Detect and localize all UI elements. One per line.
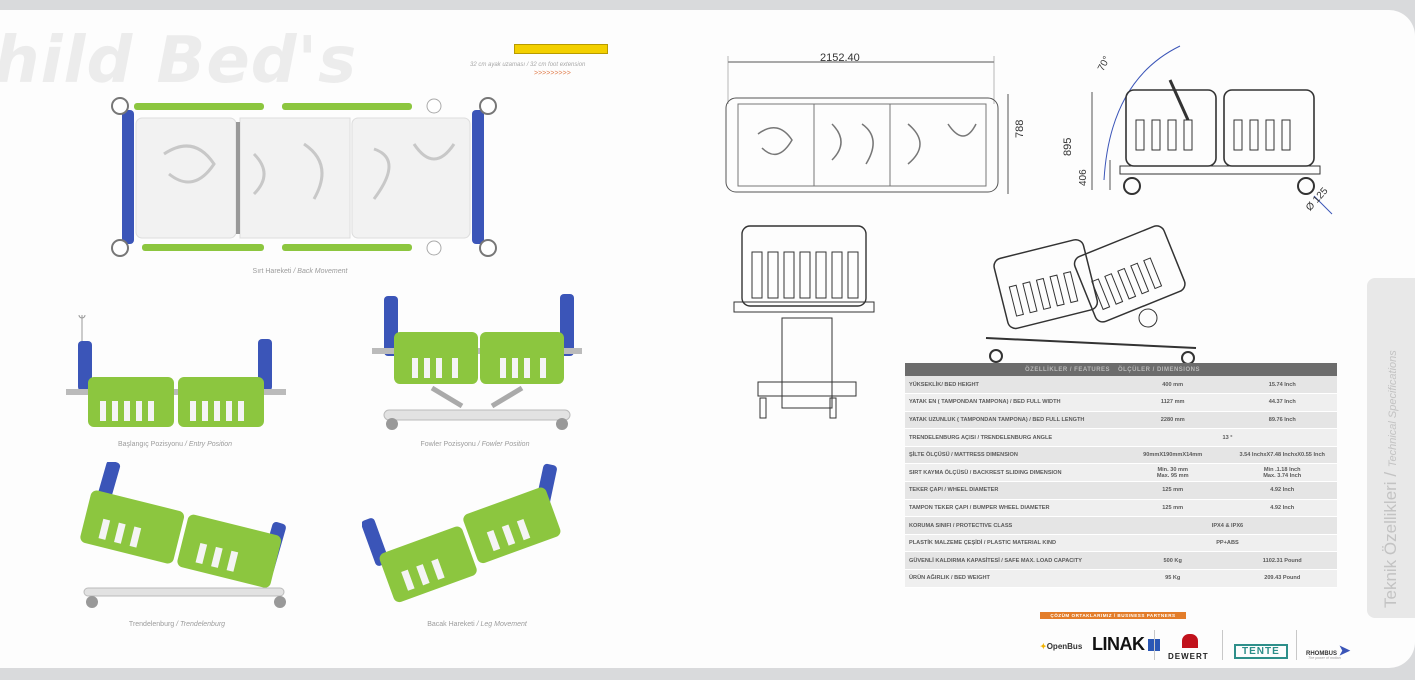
spec-label: PLASTİK MALZEME ÇEŞİDİ / PLASTIC MATERIA… (905, 534, 1118, 553)
spec-value: IPX4 & IPX6 (1117, 516, 1337, 535)
foot-extension-bar (514, 44, 608, 54)
spec-row: YATAK UZUNLUK ( TAMPONDAN TAMPONA) / BED… (905, 411, 1337, 430)
spec-value-metric: Min. 30 mm Max. 95 mm (1117, 463, 1228, 483)
caption-back-movement: Sırt Hareketi / Back Movement (252, 268, 348, 275)
partners-separator (1296, 630, 1297, 660)
technical-drawing-isometric (985, 225, 1197, 365)
bed-leg-movement-image (362, 463, 561, 603)
header-dimensions: ÖLÇÜLER / DIMENSIONS (1117, 363, 1337, 376)
spec-label: TAMPON TEKER ÇAPI / BUMPER WHEEL DIAMETE… (905, 499, 1118, 518)
spec-label: YATAK EN ( TAMPONDAN TAMPONA) / BED FULL… (905, 393, 1118, 412)
spec-value-metric: 2280 mm (1117, 411, 1228, 430)
caption-entry-position: Başlangıç Pozisyonu / Entry Position (117, 441, 232, 448)
spec-row: TAMPON TEKER ÇAPI / BUMPER WHEEL DIAMETE… (905, 499, 1337, 518)
caption-trendelenburg: Trendelenburg / Trendelenburg (128, 621, 226, 628)
spec-value-imperial: 1102.31 Pound (1227, 551, 1337, 571)
spec-row: GÜVENLİ KALDIRMA KAPASİTESİ / SAFE MAX. … (905, 551, 1337, 571)
technical-drawing-front (733, 225, 875, 419)
linak-logo: LINAK (1092, 634, 1160, 655)
spec-value: 13 ° (1117, 428, 1337, 447)
rhombus-tagline: The power of motion (1308, 656, 1341, 660)
spec-value-imperial: 15.74 Inch (1227, 376, 1337, 395)
bed-fowler-position-image (372, 294, 582, 430)
spec-value-metric: 125 mm (1117, 499, 1228, 518)
spec-label: KORUMA SINIFI / PROTECTIVE CLASS (905, 516, 1118, 535)
spec-label: ÜRÜN AĞIRLIK / BED WEIGHT (905, 569, 1118, 588)
spec-value-metric: 125 mm (1117, 481, 1228, 500)
spec-value: PP+ABS (1117, 534, 1337, 553)
watermark-title: hild Bed's (0, 24, 358, 98)
foot-extension-arrows: >>>>>>>>> (534, 70, 571, 77)
spec-value-imperial: 3.54 InchxX7.48 InchxX0.55 Inch (1227, 446, 1337, 465)
spec-value-metric: 95 Kg (1117, 569, 1228, 588)
specifications-header-row: ÖZELLİKLER / FEATURES ÖLÇÜLER / DIMENSIO… (905, 363, 1337, 376)
spec-row: TRENDELENBURG AÇISI / TRENDELENBURG ANGL… (905, 428, 1337, 447)
spec-label: YÜKSEKLİK/ BED HEIGHT (905, 376, 1118, 395)
rhombus-logo: RHOMBUS ➤ (1306, 642, 1351, 658)
partners-separator (1154, 630, 1155, 660)
openbus-logo: ✦OpenBus (1040, 642, 1083, 651)
side-tab-technical-specifications: Teknik Özellikleri / Technical Specifica… (1367, 278, 1415, 618)
bed-top-view-image (111, 97, 497, 257)
spec-value-metric: 90mmX190mmX14mm (1117, 446, 1228, 465)
spec-value-metric: 1127 mm (1117, 393, 1228, 412)
technical-drawing-side (1091, 45, 1333, 215)
spec-value-imperial: 44.37 Inch (1227, 393, 1337, 412)
spec-value-imperial: 4.92 Inch (1227, 499, 1337, 518)
spec-value-imperial: 4.92 Inch (1227, 481, 1337, 500)
spec-row: PLASTİK MALZEME ÇEŞİDİ / PLASTIC MATERIA… (905, 534, 1337, 553)
tente-logo: TENTE (1234, 644, 1288, 659)
bed-trendelenburg-image (80, 462, 286, 608)
spec-value-imperial: 209.43 Pound (1227, 569, 1337, 588)
caption-fowler-position: Fowler Pozisyonu / Fowler Position (420, 441, 530, 448)
bed-entry-position-image (66, 315, 286, 427)
spec-value-metric: 400 mm (1117, 376, 1228, 395)
spec-label: TEKER ÇAPI / WHEEL DIAMETER (905, 481, 1118, 500)
partners-separator (1222, 630, 1223, 660)
spec-label: YATAK UZUNLUK ( TAMPONDAN TAMPONA) / BED… (905, 411, 1118, 430)
side-tab-label: Teknik Özellikleri / Technical Specifica… (1381, 350, 1400, 608)
dimension-width: 788 (1014, 119, 1026, 138)
dimension-height-total: 895 (1062, 137, 1074, 156)
dimension-length: 2152.40 (820, 52, 860, 64)
spec-label: SIRT KAYMA ÖLÇÜSÜ / BACKREST SLIDING DIM… (905, 463, 1118, 483)
caption-leg-movement: Bacak Hareketi / Leg Movement (427, 621, 527, 628)
spec-label: ŞİLTE ÖLÇÜSÜ / MATTRESS DIMENSION (905, 446, 1118, 465)
partners-header: ÇÖZÜM ORTAKLARIMIZ / BUSINESS PARTNERS (1040, 612, 1186, 619)
technical-drawing-top (725, 56, 1009, 194)
spec-value-imperial: 89.76 Inch (1227, 411, 1337, 430)
spec-row: YATAK EN ( TAMPONDAN TAMPONA) / BED FULL… (905, 393, 1337, 412)
spec-label: GÜVENLİ KALDIRMA KAPASİTESİ / SAFE MAX. … (905, 551, 1118, 571)
spec-value-metric: 500 Kg (1117, 551, 1228, 571)
spec-value-imperial: Min .1.18 Inch Max. 3.74 Inch (1227, 463, 1337, 483)
header-features: ÖZELLİKLER / FEATURES (905, 363, 1118, 376)
specifications-table: ÖZELLİKLER / FEATURES ÖLÇÜLER / DIMENSIO… (905, 363, 1337, 588)
dimension-height-min: 406 (1078, 169, 1089, 186)
catalog-page: hild Bed's 32 cm ayak uzaması / 32 cm fo… (0, 10, 1415, 668)
spec-label: TRENDELENBURG AÇISI / TRENDELENBURG ANGL… (905, 428, 1118, 447)
spec-row: SIRT KAYMA ÖLÇÜSÜ / BACKREST SLIDING DIM… (905, 463, 1337, 483)
foot-extension-text: 32 cm ayak uzaması / 32 cm foot extensio… (470, 62, 586, 68)
dewert-logo: DEWERT (1168, 634, 1209, 661)
